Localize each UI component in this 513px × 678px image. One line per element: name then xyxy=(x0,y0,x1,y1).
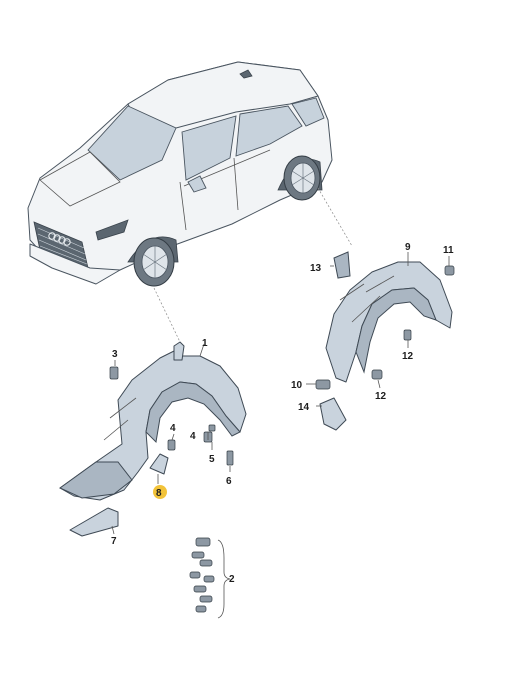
callout-14: 14 xyxy=(298,402,310,413)
callout-2: 2 xyxy=(229,574,235,585)
callout-8: 8 xyxy=(156,488,162,499)
callout-1: 1 xyxy=(202,338,208,349)
front-location-line xyxy=(153,287,181,343)
callout-7: 7 xyxy=(111,536,117,547)
vehicle-illustration xyxy=(27,61,333,287)
bracket-part-8 xyxy=(149,453,169,475)
fastener-kit-part-2 xyxy=(189,537,231,619)
callout-4a: 4 xyxy=(170,423,176,434)
callout-5: 5 xyxy=(209,454,215,465)
callout-8-highlight xyxy=(153,485,167,499)
callout-6: 6 xyxy=(226,476,232,487)
fastener-set-rear xyxy=(315,251,455,431)
callout-10: 10 xyxy=(291,380,303,391)
callout-13: 13 xyxy=(310,263,322,274)
leader-lines xyxy=(111,252,450,535)
front-wheel-housing-liner xyxy=(59,341,247,501)
rear-location-line xyxy=(317,187,353,247)
callout-12b: 12 xyxy=(375,391,387,402)
callout-4b: 4 xyxy=(190,431,196,442)
callout-3: 3 xyxy=(112,349,118,360)
callout-9: 9 xyxy=(405,242,411,253)
rear-wheel-housing-liner xyxy=(325,261,453,383)
deflector-part-7 xyxy=(69,507,119,537)
callout-12a: 12 xyxy=(402,351,414,362)
callout-11: 11 xyxy=(443,245,454,256)
callout-labels: 1 2 3 4 4 5 6 8 7 9 11 13 12 10 12 14 xyxy=(111,242,454,585)
